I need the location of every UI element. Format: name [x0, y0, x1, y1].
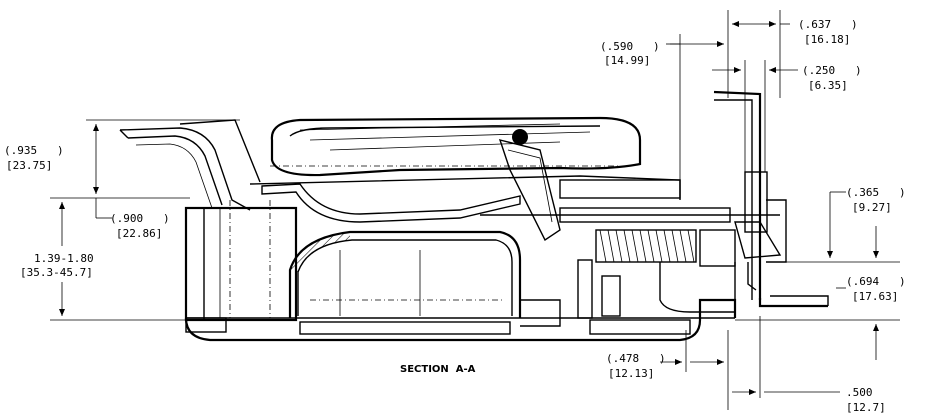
- dim-935-metric: [23.75]: [6, 159, 52, 172]
- dimension-lines: [50, 10, 900, 410]
- dim-365-imperial: (.365 ): [846, 186, 906, 199]
- dimension-labels: (.637 ) [16.18] (.590 ) [14.99] (.250 ) …: [4, 18, 906, 414]
- dim-478-imperial: (.478 ): [606, 352, 666, 365]
- dim-250-imperial: (.250 ): [802, 64, 862, 77]
- section-caption: SECTION A-A: [400, 364, 476, 375]
- dim-139-metric: [35.3-45.7]: [20, 266, 93, 279]
- dim-900-metric: [22.86]: [116, 227, 162, 240]
- dim-637-metric: [16.18]: [804, 33, 850, 46]
- dim-590-imperial: (.590 ): [600, 40, 660, 53]
- dim-478-metric: [12.13]: [608, 367, 654, 380]
- dim-139-imperial: 1.39-1.80: [34, 252, 94, 265]
- dim-365-metric: [9.27]: [852, 201, 892, 214]
- dim-900-imperial: (.900 ): [110, 212, 170, 225]
- dim-637-imperial: (.637 ): [798, 18, 858, 31]
- device-section: [119, 90, 829, 342]
- spring: [595, 229, 697, 263]
- dim-694-imperial: (.694 ): [846, 275, 906, 288]
- dim-250-metric: [6.35]: [808, 79, 848, 92]
- dim-500-metric: [12.7]: [846, 401, 886, 414]
- dim-500-imperial: .500: [846, 386, 873, 399]
- dim-694-metric: [17.63]: [852, 290, 898, 303]
- dim-590-metric: [14.99]: [604, 54, 650, 67]
- dim-935-imperial: (.935 ): [4, 144, 64, 157]
